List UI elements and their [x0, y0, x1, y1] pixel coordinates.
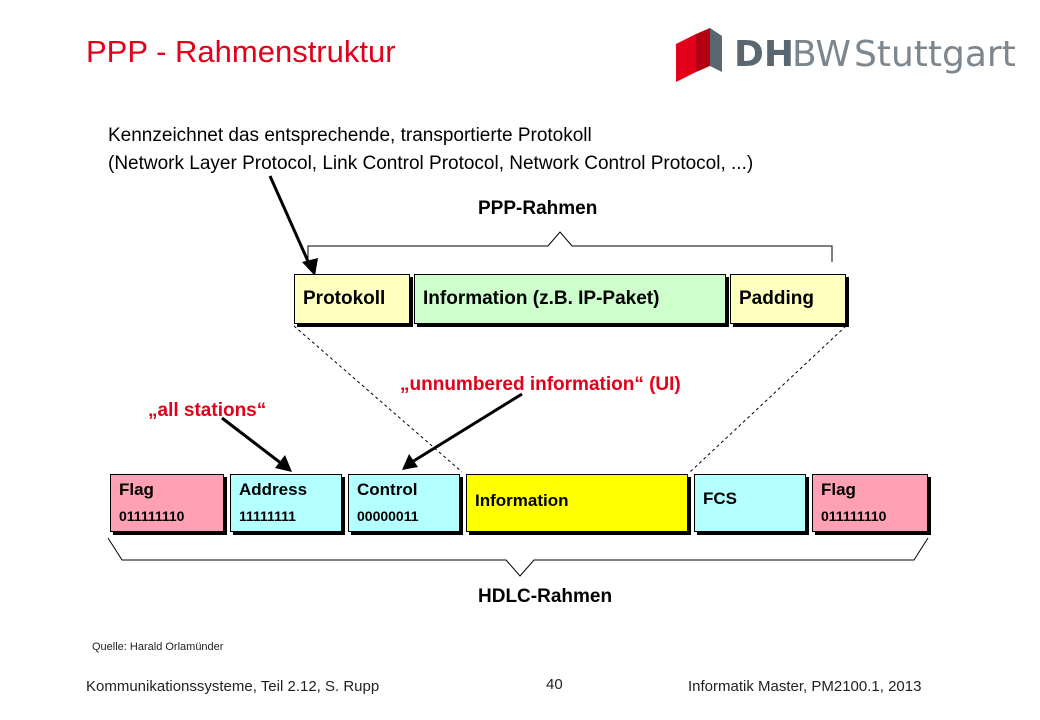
arrow-all-stations-head	[275, 455, 292, 472]
arrow-protokoll-head	[302, 258, 318, 276]
dhbw-logo-mark-icon	[676, 28, 722, 82]
hdlc-field-bits: 00000011	[357, 508, 419, 524]
hdlc-field-name: Address	[239, 480, 308, 499]
hdlc-brace	[107, 537, 929, 577]
hdlc-field-address: Address 11111111	[230, 474, 342, 532]
hdlc-field-name: FCS	[703, 489, 737, 508]
hdlc-field-flag-start: Flag 011111110	[110, 474, 224, 532]
hdlc-field-name: Flag	[119, 480, 154, 499]
description-line-1: Kennzeichnet das entsprechende, transpor…	[108, 125, 592, 146]
hdlc-field-bits: 011111110	[821, 508, 887, 524]
ppp-field-protokoll: Protokoll	[294, 274, 410, 324]
hdlc-frame-label: HDLC-Rahmen	[478, 586, 613, 607]
arrow-protokoll	[268, 175, 313, 269]
ppp-frame-label: PPP-Rahmen	[478, 198, 598, 219]
logo-text-city: Stuttgart	[854, 34, 1016, 75]
ppp-brace	[307, 231, 833, 262]
hdlc-field-fcs: FCS	[694, 474, 806, 532]
hdlc-field-name: Flag	[821, 480, 856, 499]
hdlc-field-name: Control	[357, 480, 418, 499]
arrow-ui	[411, 392, 523, 464]
description-line-2: (Network Layer Protocol, Link Control Pr…	[108, 153, 754, 174]
footer-course: Kommunikationssysteme, Teil 2.12, S. Rup…	[86, 678, 380, 695]
hdlc-field-bits: 11111111	[239, 508, 296, 524]
arrow-all-stations	[221, 416, 283, 466]
page-number: 40	[546, 676, 563, 693]
annotation-all-stations: „all stations“	[148, 400, 267, 421]
dhbw-logo: DH BW Stuttgart	[672, 28, 1016, 84]
hdlc-field-bits: 011111110	[119, 508, 185, 524]
arrow-ui-head	[402, 454, 418, 470]
zoom-line-left	[293, 325, 463, 473]
source-note: Quelle: Harald Orlamünder	[92, 641, 224, 653]
hdlc-field-name: Information	[475, 491, 569, 510]
hdlc-field-information: Information	[466, 474, 688, 532]
logo-text-dh: DH	[734, 34, 795, 75]
ppp-field-information: Information (z.B. IP-Paket)	[414, 274, 726, 324]
logo-text-bw: BW	[792, 34, 852, 75]
annotation-unnumbered-information: „unnumbered information“ (UI)	[400, 374, 681, 395]
ppp-field-padding: Padding	[730, 274, 846, 324]
hdlc-field-flag-end: Flag 011111110	[812, 474, 928, 532]
zoom-line-right	[689, 325, 847, 473]
protocol-description: Kennzeichnet das entsprechende, transpor…	[108, 122, 753, 178]
hdlc-field-control: Control 00000011	[348, 474, 460, 532]
footer-program: Informatik Master, PM2100.1, 2013	[688, 678, 922, 695]
slide-title: PPP - Rahmenstruktur	[86, 34, 396, 69]
